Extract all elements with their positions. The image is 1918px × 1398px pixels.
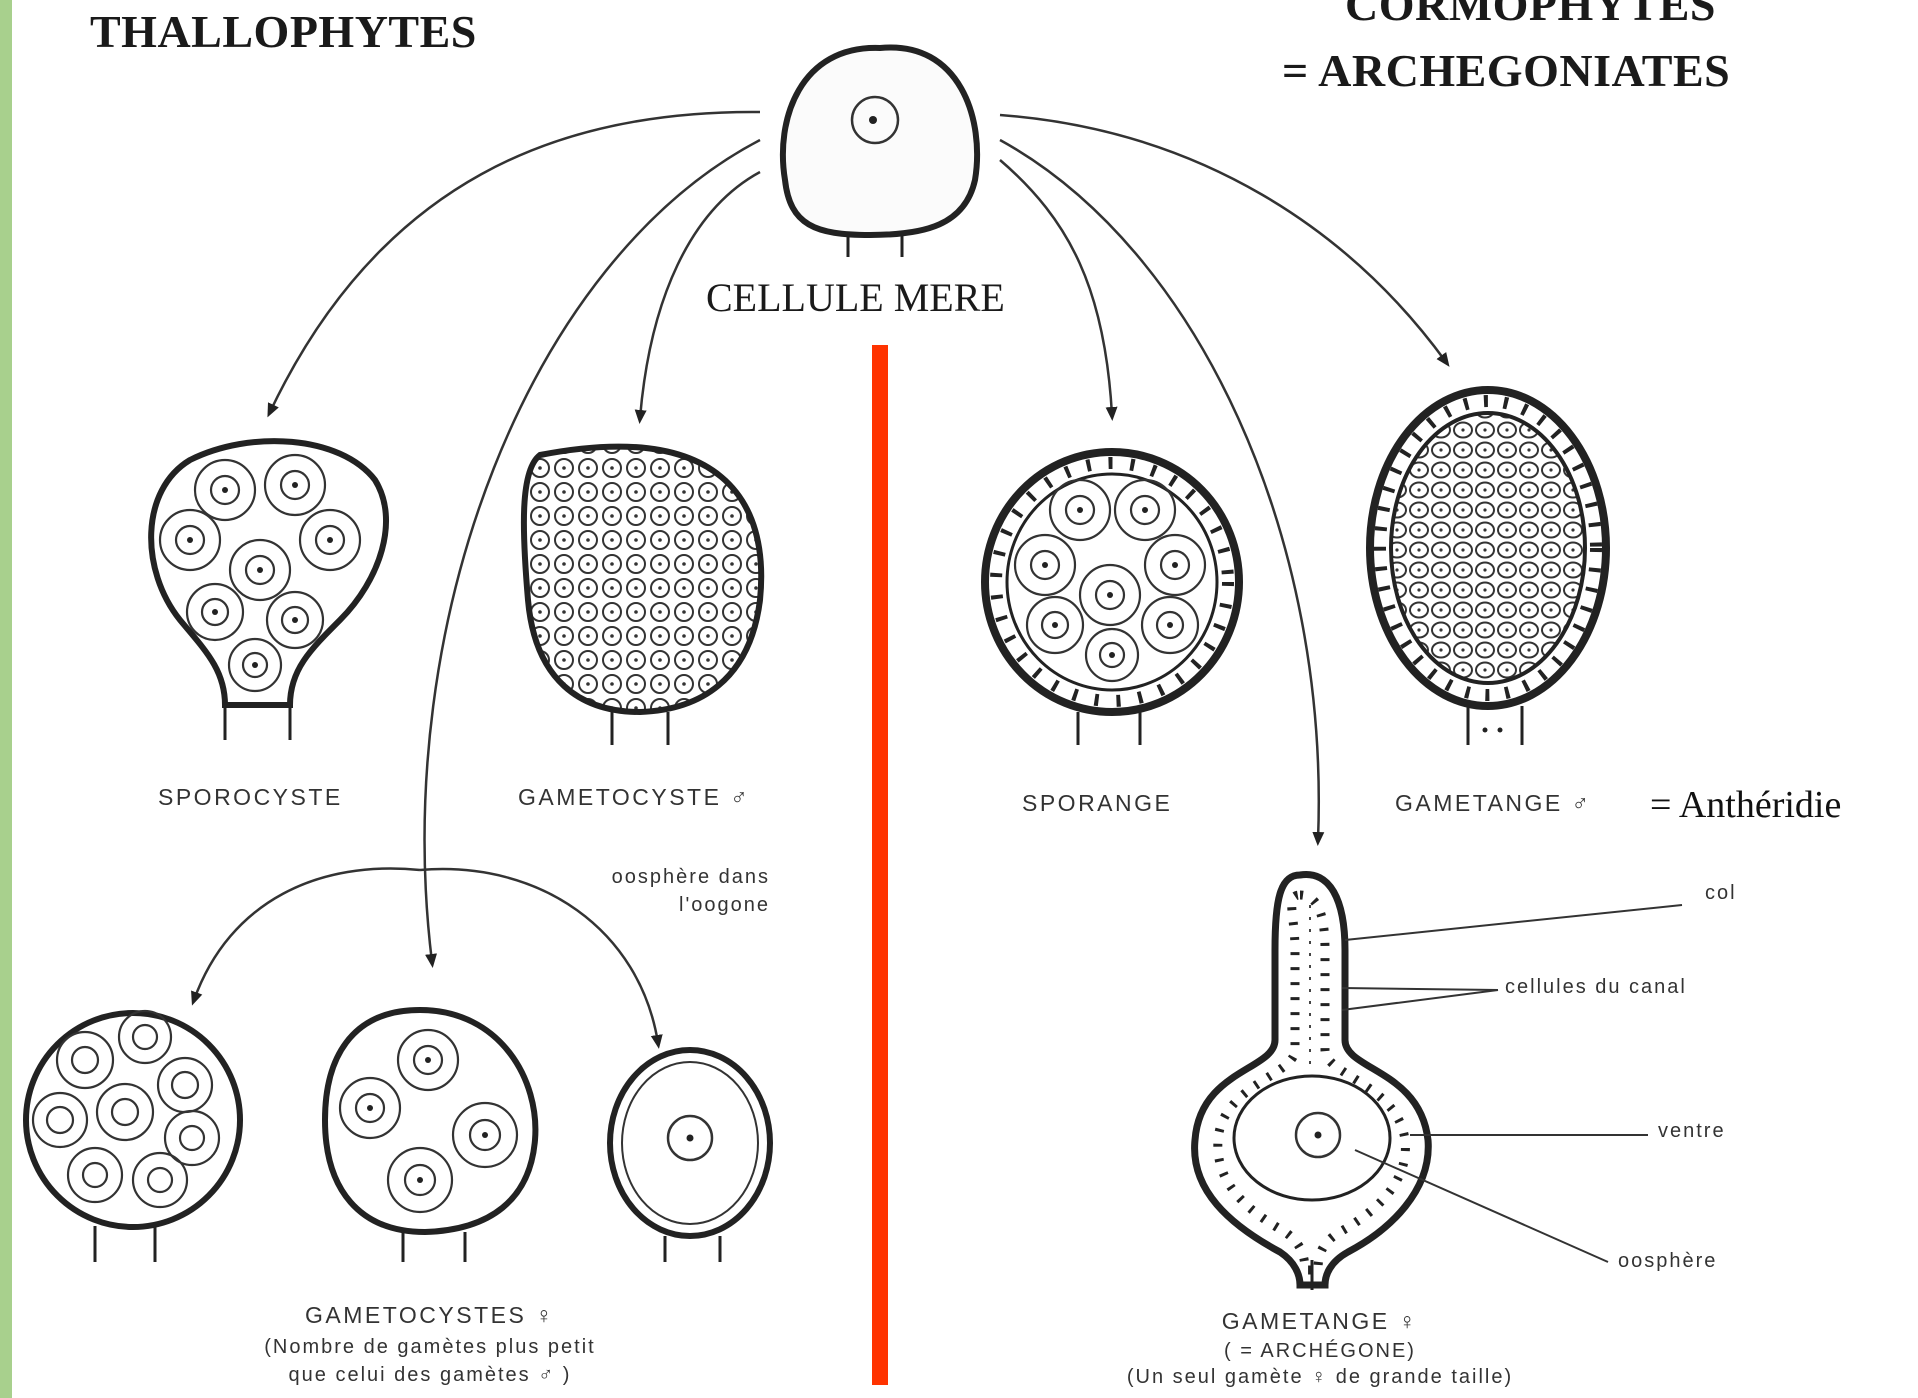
root-label: CELLULE MERE [706,274,1005,321]
label-gametange-female: GAMETANGE ♀ [1140,1308,1500,1335]
right-title-line1: CORMOPHYTES [1345,0,1716,31]
label-sporange: SPORANGE [1022,790,1172,817]
right-title-line2: = ARCHEGONIATES [1282,44,1730,97]
label-oosphere: oosphère [1618,1250,1717,1273]
label-oosphere-dans: oosphère dans [560,866,770,889]
arrow-to-sporange [1000,160,1112,415]
left-title: THALLOPHYTES [90,5,477,58]
label-sporocyste: SPOROCYSTE [158,784,343,811]
arrow-branch-left [194,869,420,1000]
gametocyste-female-2 [325,1010,535,1262]
note-archegone: (Un seul gamète ♀ de grande taille) [1040,1366,1600,1389]
label-gametocystes-female: GAMETOCYSTES ♀ [230,1302,630,1329]
gametocyste-female-3-oogone [610,1050,770,1262]
label-antheridie: = Anthéridie [1650,783,1841,827]
archegone-drawing [1195,874,1429,1290]
red-divider [872,345,888,1385]
note-gametocystes-female-1: (Nombre de gamètes plus petit [180,1336,680,1359]
label-cellules-canal: cellules du canal [1505,976,1687,999]
sporocyste-drawing [151,441,386,740]
label-archegone: ( = ARCHÉGONE) [1120,1340,1520,1363]
label-gametocyste-male: GAMETOCYSTE ♂ [518,784,750,811]
gametocyste-female-1 [26,1011,240,1262]
gametocyste-male-drawing [524,447,761,745]
label-ventre: ventre [1658,1120,1726,1143]
label-oogone: l'oogone [560,894,770,917]
arrows [194,112,1446,1043]
gametange-male-drawing [1370,390,1606,745]
label-gametange-male: GAMETANGE ♂ [1395,790,1591,817]
arrow-to-sporocyste [270,112,760,412]
label-col: col [1705,882,1737,905]
sporange-drawing [985,452,1239,745]
note-gametocystes-female-2: que celui des gamètes ♂ ) [180,1364,680,1387]
mother-cell [783,47,977,257]
